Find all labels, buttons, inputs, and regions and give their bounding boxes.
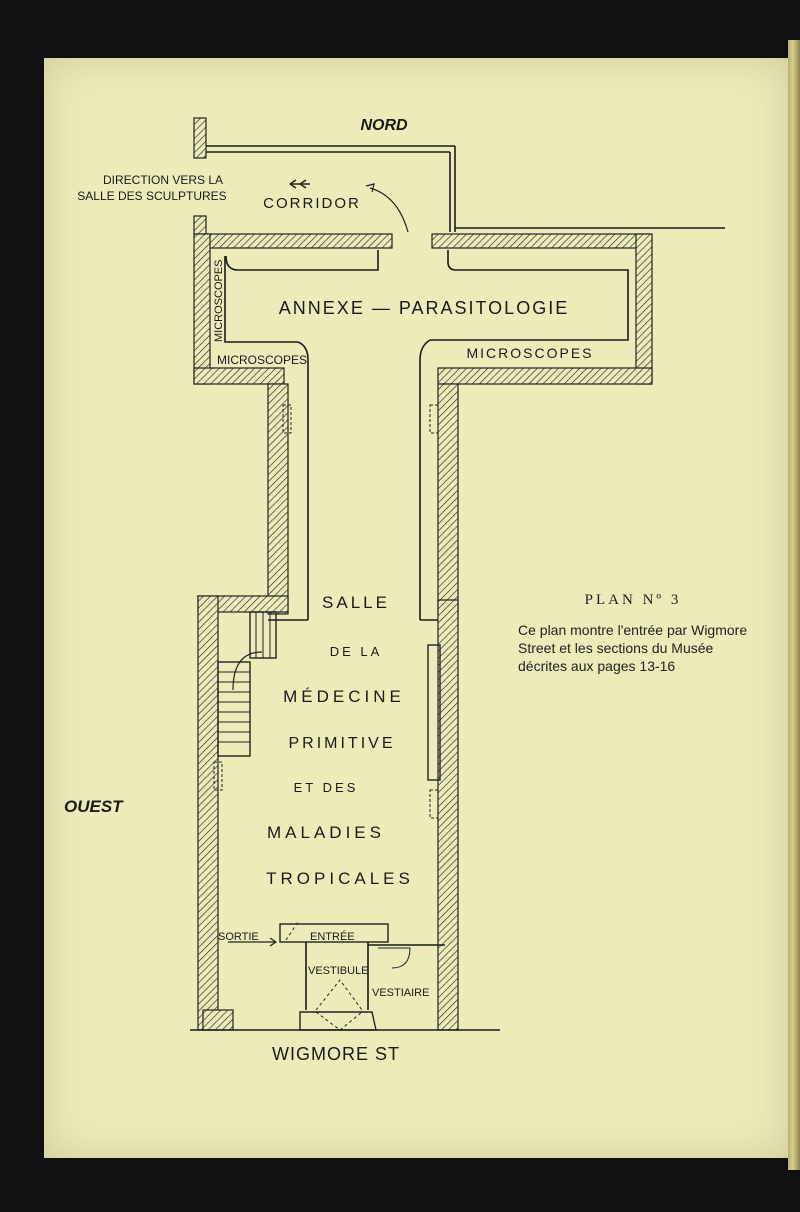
direction-label-line1: DIRECTION VERS LA <box>103 173 223 187</box>
central-walls <box>267 383 459 615</box>
annexe-walls <box>193 233 653 620</box>
salle-line-3: MÉDECINE <box>283 687 405 706</box>
paper-page <box>44 58 788 1158</box>
page-edge <box>788 40 800 1170</box>
corridor-walls <box>193 117 725 237</box>
corridor-label: CORRIDOR <box>263 195 361 212</box>
plan-description: Ce plan montre l'entrée par Wigmore Stre… <box>518 622 748 674</box>
vestibule-label: VESTIBULE <box>308 965 369 977</box>
vestiaire-label: VESTIAIRE <box>372 987 429 999</box>
direction-arrows <box>228 179 409 947</box>
microscopes-vertical-label: MICROSCOPES <box>213 259 225 342</box>
sortie-label: SORTIE <box>218 931 259 943</box>
hall-walls <box>190 595 500 1031</box>
nord-label: NORD <box>360 117 408 134</box>
vestibule-area <box>279 921 445 1031</box>
salle-line-1: SALLE <box>322 593 390 612</box>
microscopes-right-label: MICROSCOPES <box>466 345 593 361</box>
microscopes-left-label: MICROSCOPES <box>217 353 307 367</box>
ouest-label: OUEST <box>64 797 124 816</box>
direction-label-line2: SALLE DES SCULPTURES <box>77 189 226 203</box>
street-label: WIGMORE ST <box>272 1044 400 1064</box>
salle-line-2: DE LA <box>330 644 383 659</box>
salle-line-4: PRIMITIVE <box>288 735 395 752</box>
salle-line-7: TROPICALES <box>266 869 414 888</box>
salle-line-6: MALADIES <box>267 823 385 842</box>
entree-label: ENTRÉE <box>310 930 355 943</box>
salle-line-5: ET DES <box>294 780 359 795</box>
staircase <box>217 611 277 757</box>
plan-title: PLAN Nº 3 <box>584 592 682 608</box>
annexe-label: ANNEXE — PARASITOLOGIE <box>279 298 569 318</box>
plan-legend: PLAN Nº 3 Ce plan montre l'entrée par Wi… <box>518 592 748 675</box>
